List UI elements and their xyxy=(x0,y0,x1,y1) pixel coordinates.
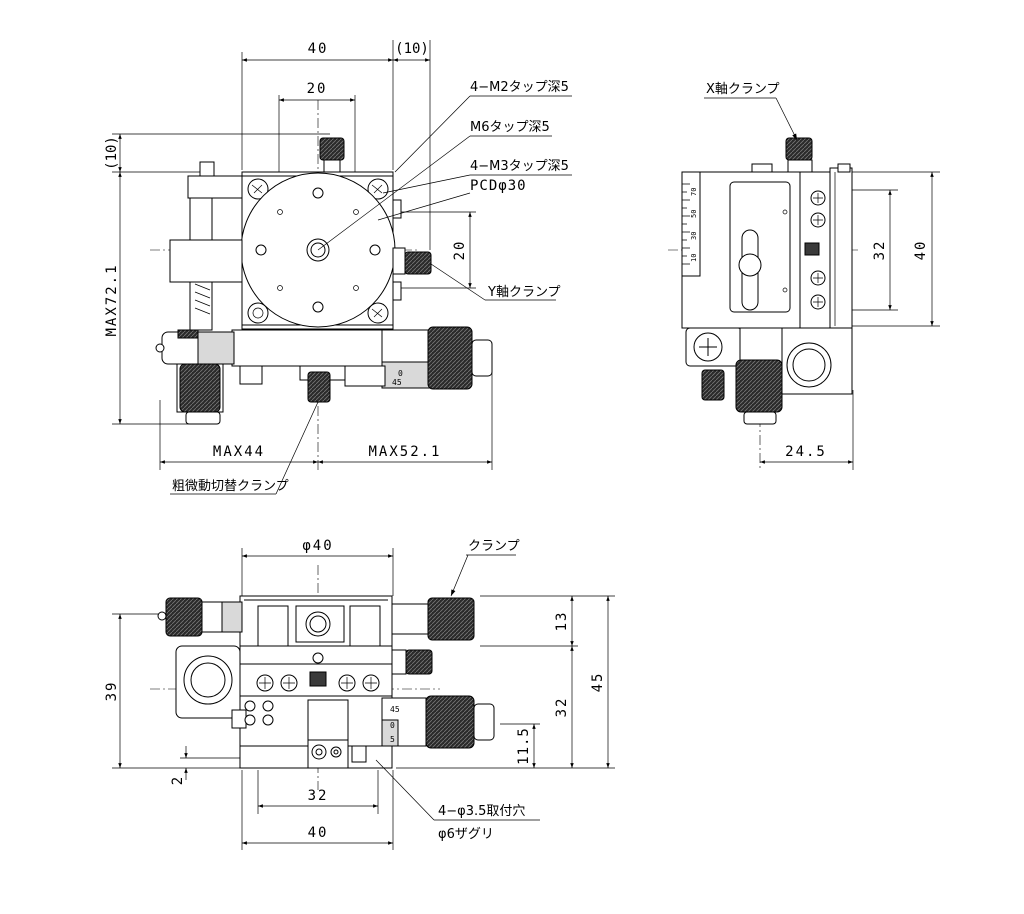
callout-mount-holes: 4−φ3.5取付穴 xyxy=(438,804,525,819)
front-micrometer-mark-45: 45 xyxy=(390,705,400,714)
dim-max-right: MAX52.1 xyxy=(368,444,441,460)
callout-x-clamp: X軸クランプ xyxy=(706,82,780,97)
side-view: 32 40 24.5 10 30 50 70 xyxy=(668,137,940,470)
dim-hole-spacing-20: 20 xyxy=(307,81,328,97)
top-micrometer-mark-0: 0 xyxy=(398,369,403,378)
front-dim-right-13: 13 xyxy=(554,611,570,632)
callout-m6-tap: M6タップ深5 xyxy=(470,120,550,135)
side-scale-mark-70: 70 xyxy=(690,188,698,196)
dim-offset-10: (10) xyxy=(395,41,429,57)
callout-y-clamp: Y軸クランプ xyxy=(487,285,561,300)
front-micrometer-mark-0: 0 xyxy=(390,721,395,730)
top-view: 40 (10) 20 (10) MAX72.1 20 MAX44 MAX52.1 xyxy=(104,40,572,495)
front-dim-bottom-40: 40 xyxy=(308,825,329,841)
dim-left-offset-10: (10) xyxy=(104,136,120,170)
side-scale-mark-50: 50 xyxy=(690,210,698,218)
side-dim-width-24-5: 24.5 xyxy=(785,444,827,460)
front-dim-right-32: 32 xyxy=(554,697,570,718)
front-dim-bottom-32: 32 xyxy=(308,788,329,804)
callout-clamp: クランプ xyxy=(468,539,520,554)
front-dim-right-45: 45 xyxy=(590,672,606,693)
side-dim-inner-32: 32 xyxy=(872,240,888,261)
side-scale-mark-10: 10 xyxy=(690,254,698,262)
callout-m3-tap: 4−M3タップ深5 xyxy=(470,159,569,174)
front-dim-right-11-5: 11.5 xyxy=(516,727,532,765)
callout-pcd: PCDφ30 xyxy=(470,178,527,194)
dim-side-20: 20 xyxy=(452,240,468,261)
callout-counterbore: φ6ザグリ xyxy=(438,827,494,842)
callout-coarse-fine-clamp: 粗微動切替クランプ xyxy=(172,479,289,494)
front-micrometer-mark-5: 5 xyxy=(390,735,395,744)
dim-width-40: 40 xyxy=(308,41,329,57)
callout-m2-tap: 4−M2タップ深5 xyxy=(470,80,569,95)
front-view: φ40 39 2 32 40 13 32 45 11.5 xyxy=(104,538,615,850)
side-scale-mark-30: 30 xyxy=(690,232,698,240)
dim-max-height: MAX72.1 xyxy=(104,263,120,336)
front-dim-top-dia: φ40 xyxy=(302,538,333,554)
top-micrometer-mark-45: 45 xyxy=(392,378,402,387)
dim-max-left: MAX44 xyxy=(213,444,265,460)
front-dim-left-39: 39 xyxy=(104,681,120,702)
side-dim-outer-40: 40 xyxy=(913,240,929,261)
front-dim-left-2: 2 xyxy=(170,775,186,785)
